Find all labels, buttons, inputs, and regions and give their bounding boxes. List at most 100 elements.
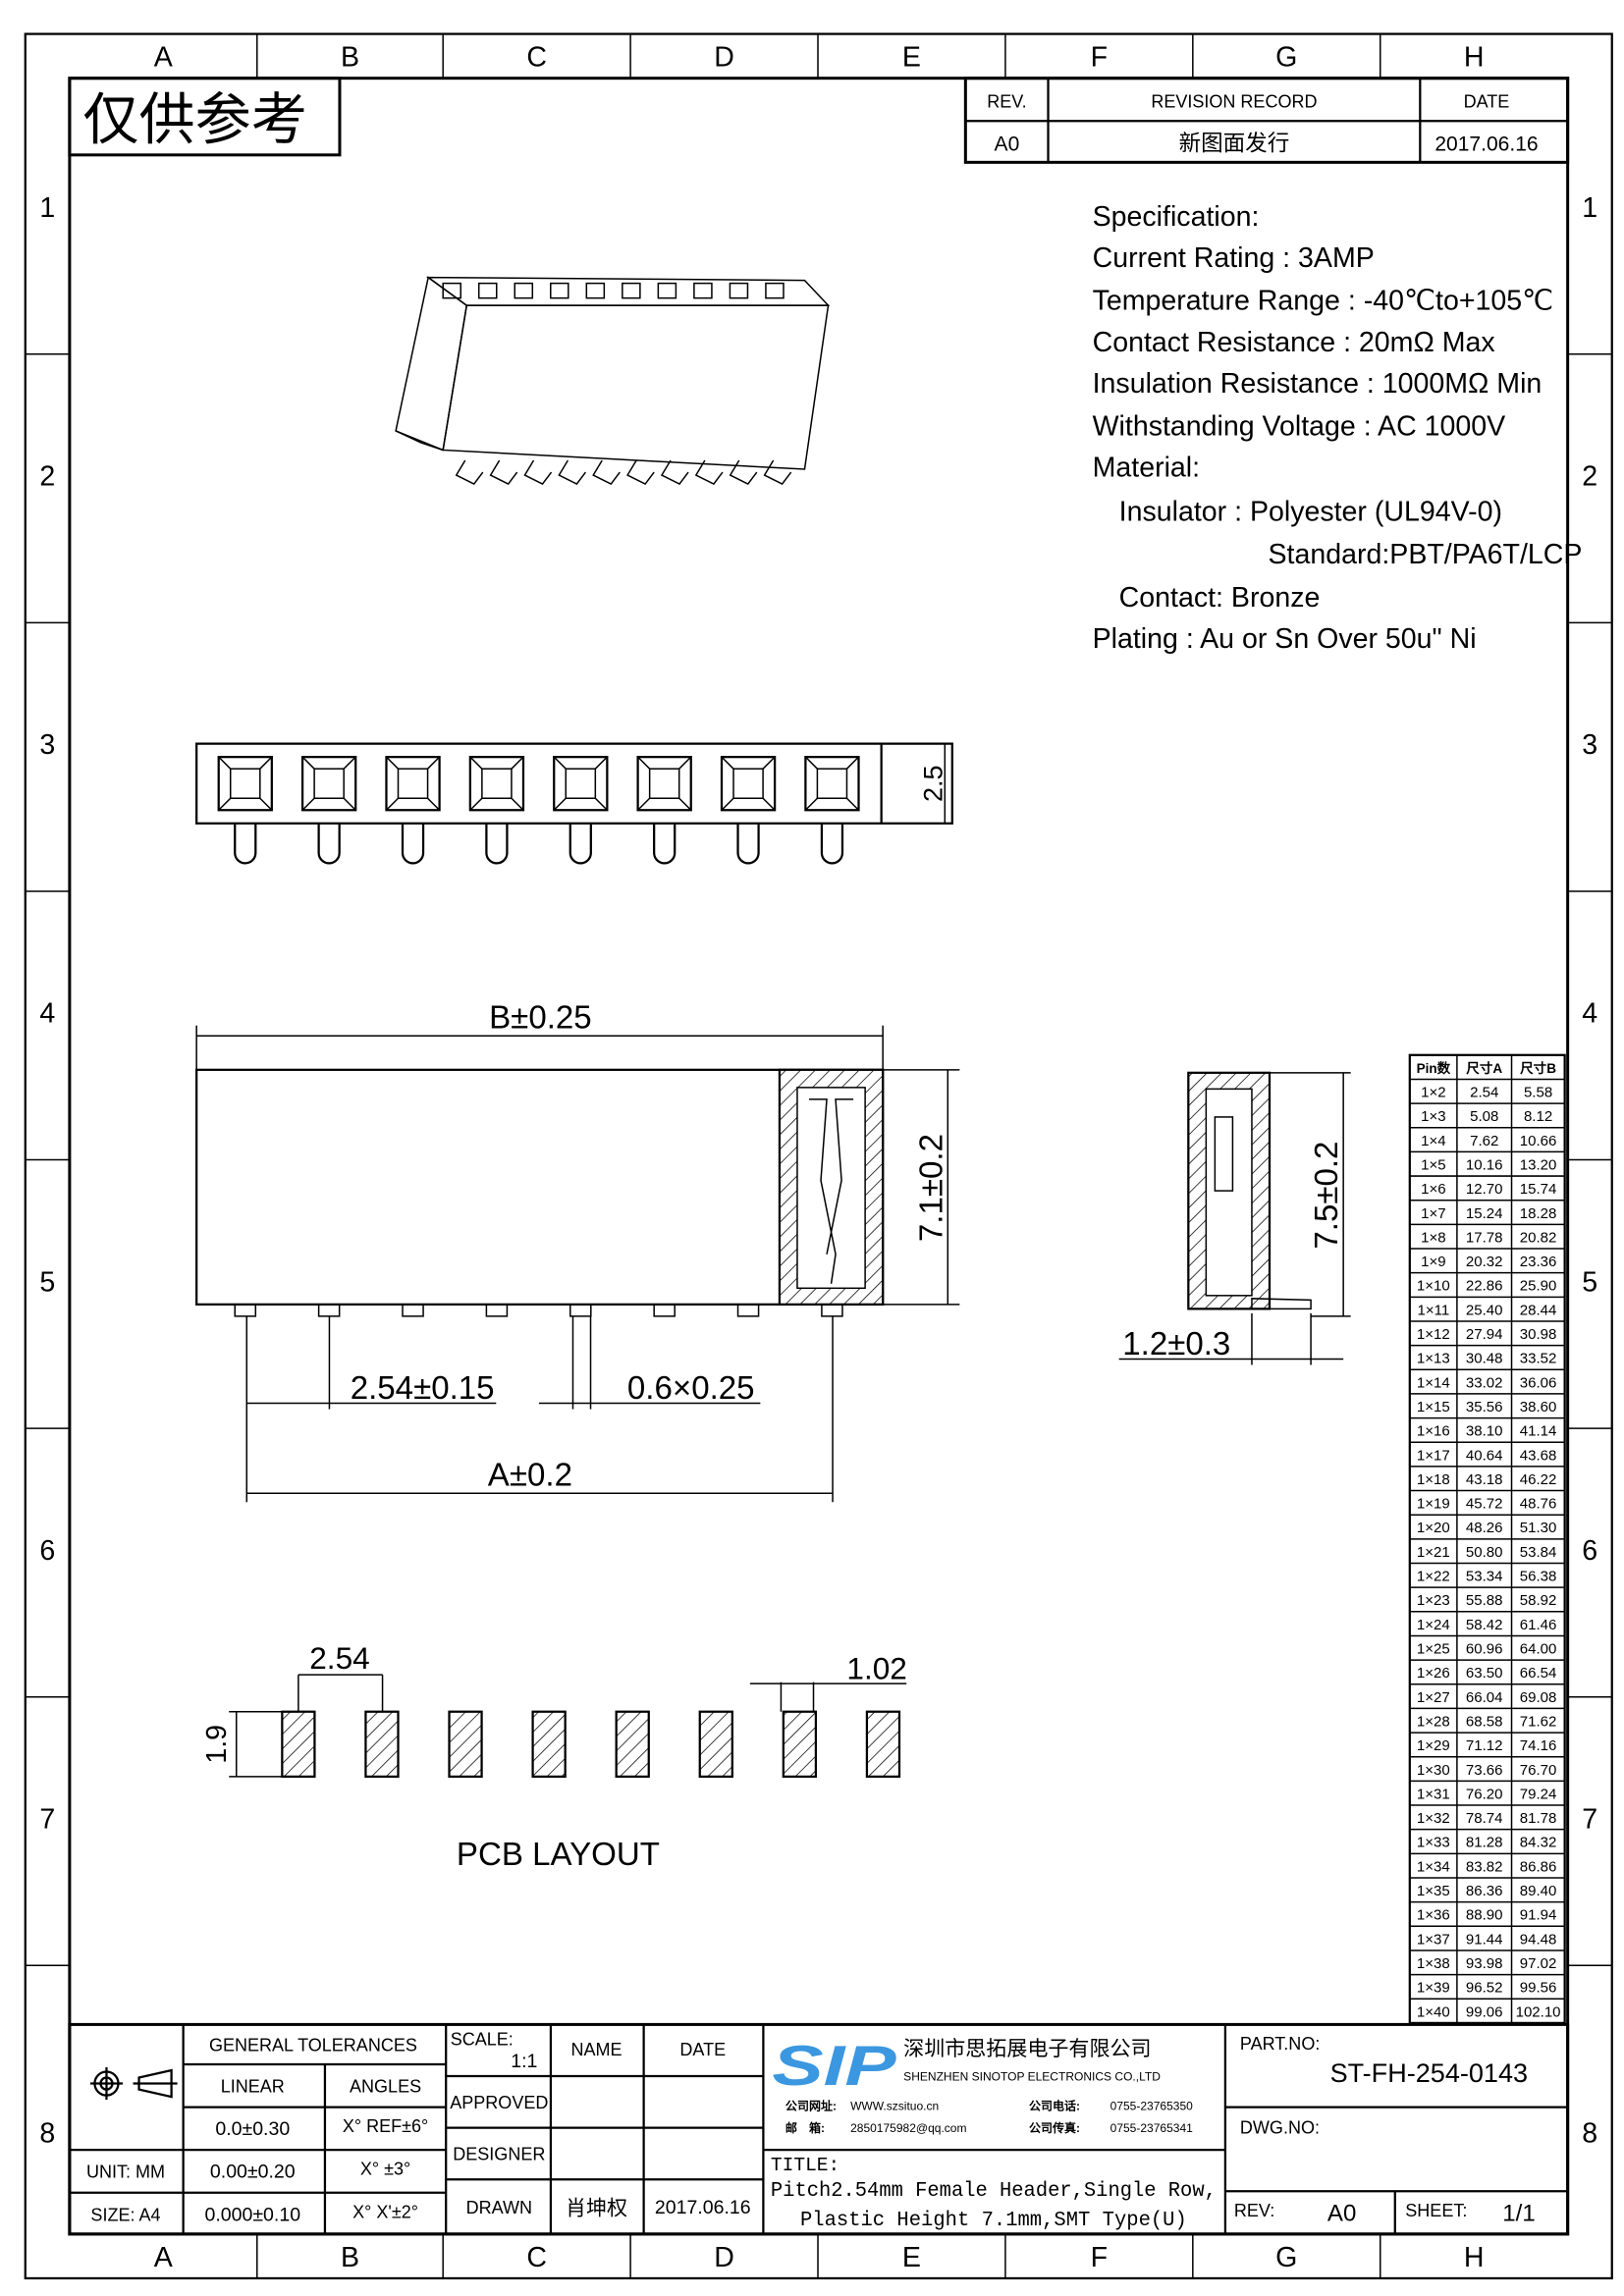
scale-label: SCALE: <box>451 2029 514 2049</box>
socket-chamfer <box>804 756 860 811</box>
smt-pin <box>402 1304 424 1317</box>
pin <box>592 459 621 486</box>
dim-b-length: B±0.25 <box>489 1000 592 1037</box>
dim-foot: 1.2±0.3 <box>1122 1326 1230 1362</box>
table-cell: 45.72 <box>1466 1496 1503 1513</box>
angles-label: ANGLES <box>350 2077 421 2097</box>
spec-line: Specification: <box>1093 201 1260 233</box>
socket-chamfer <box>721 756 776 811</box>
rev-label: REV: <box>1234 2201 1274 2220</box>
table-cell: 102.10 <box>1516 2003 1561 2020</box>
drawn-label: DRAWN <box>466 2198 532 2217</box>
table-cell: 1×10 <box>1417 1278 1450 1295</box>
front-view: B±0.25 7.1±0.2 2.54±0.15 0.6×0.25 A±0.2 <box>195 1000 960 1503</box>
table-cell: 64.00 <box>1520 1641 1557 1658</box>
title-line-1: Pitch2.54mm Female Header,Single Row, <box>771 2179 1217 2203</box>
table-cell: 1×37 <box>1417 1931 1450 1948</box>
table-cell: 1×23 <box>1417 1592 1450 1609</box>
socket-chamfer <box>218 756 273 811</box>
slot <box>657 282 677 299</box>
scale-value: 1:1 <box>511 2051 537 2072</box>
table-cell: 74.16 <box>1520 1737 1557 1754</box>
table-cell: 40.64 <box>1466 1447 1503 1464</box>
table-cell: 1×36 <box>1417 1907 1450 1924</box>
table-cell: 25.90 <box>1520 1278 1557 1295</box>
table-cell: 1×18 <box>1417 1471 1450 1488</box>
table-cell: 2.54 <box>1470 1084 1498 1100</box>
frame-row-label: 4 <box>39 998 55 1030</box>
email-label: 邮 箱: <box>785 2120 825 2135</box>
name-header: NAME <box>570 2040 622 2059</box>
approved-label: APPROVED <box>450 2093 548 2112</box>
table-cell: 86.86 <box>1520 1858 1557 1875</box>
general-tolerances-label: GENERAL TOLERANCES <box>209 2035 417 2055</box>
table-cell: 30.98 <box>1520 1326 1557 1343</box>
table-cell: 1×26 <box>1417 1665 1450 1682</box>
table-cell: 97.02 <box>1520 1955 1557 1972</box>
frame-column-label: B <box>341 2242 359 2273</box>
frame-row-label: 2 <box>39 461 55 493</box>
title-label: TITLE: <box>771 2155 839 2176</box>
socket-hole <box>732 768 764 799</box>
revision-record: REV. REVISION RECORD DATE A0 新图面发行 2017.… <box>963 77 1570 164</box>
dim-pitch: 2.54±0.15 <box>351 1370 495 1407</box>
table-cell: 1×11 <box>1417 1302 1449 1318</box>
table-cell: 8.12 <box>1524 1108 1552 1125</box>
table-cell: 30.48 <box>1466 1351 1503 1367</box>
pin-tail <box>401 823 425 865</box>
table-cell: 35.56 <box>1466 1399 1503 1415</box>
spec-line: Insulation Resistance : 1000MΩ Min <box>1093 368 1543 400</box>
title-line-2: Plastic Height 7.1mm,SMT Type(U) <box>800 2209 1187 2232</box>
table-cell: 1×17 <box>1417 1447 1450 1464</box>
socket-hole <box>816 768 848 799</box>
socket-cell <box>636 756 692 812</box>
table-cell: 1×20 <box>1417 1520 1450 1536</box>
frame-row-label: 1 <box>1582 192 1597 224</box>
table-cell: 12.70 <box>1466 1181 1503 1198</box>
isometric-view <box>395 276 831 486</box>
frame-column-label: A <box>154 2242 173 2273</box>
size-label: SIZE: A4 <box>90 2205 160 2224</box>
dim-a-length: A±0.2 <box>488 1458 572 1494</box>
frame-row-label: 6 <box>1582 1535 1597 1567</box>
table-cell: 81.28 <box>1466 1835 1503 1851</box>
frame-row-label: 7 <box>39 1803 55 1835</box>
revision-date: 2017.06.16 <box>1435 133 1538 155</box>
table-cell: 36.06 <box>1520 1374 1557 1391</box>
table-cell: 1×34 <box>1417 1858 1450 1875</box>
side-view: 7.5±0.2 1.2±0.3 <box>1118 1071 1351 1365</box>
table-cell: 1×25 <box>1417 1641 1450 1658</box>
socket-cell <box>385 756 441 812</box>
table-cell: 7.62 <box>1470 1133 1498 1149</box>
pin <box>626 459 655 486</box>
table-cell: 58.92 <box>1520 1592 1557 1609</box>
dim-pcb-pad-height: 1.9 <box>201 1725 233 1764</box>
socket-hole <box>313 768 345 799</box>
slot <box>729 282 749 299</box>
table-cell: 17.78 <box>1466 1229 1503 1246</box>
table-cell: 58.42 <box>1466 1617 1503 1633</box>
frame-column-label: A <box>154 42 173 74</box>
socket-cell <box>468 756 525 812</box>
pin <box>523 459 553 486</box>
table-cell: 1×40 <box>1417 2003 1450 2020</box>
frame-column-label: C <box>526 42 547 74</box>
dim-top-height: 2.5 <box>918 765 947 802</box>
frame-row-label: 6 <box>39 1535 55 1567</box>
unit-label: UNIT: MM <box>86 2163 165 2182</box>
pin-tail <box>736 823 760 865</box>
pcb-layout-label: PCB LAYOUT <box>457 1837 660 1873</box>
table-cell: 1×28 <box>1417 1713 1450 1730</box>
pin-tail <box>317 823 341 865</box>
socket-chamfer <box>385 756 441 811</box>
table-cell: 1×12 <box>1417 1326 1450 1343</box>
table-header: Pin数 <box>1417 1060 1451 1076</box>
pcb-layout: 2.54 1.9 1.02 PCB LAYOUT <box>201 1640 907 1873</box>
revision-description: 新图面发行 <box>1179 131 1290 155</box>
table-cell: 1×7 <box>1421 1205 1445 1222</box>
smt-pin <box>736 1304 760 1317</box>
dim-pcb-pad-width: 1.02 <box>846 1651 906 1686</box>
table-cell: 46.22 <box>1520 1471 1557 1488</box>
table-cell: 99.56 <box>1520 1980 1557 1997</box>
